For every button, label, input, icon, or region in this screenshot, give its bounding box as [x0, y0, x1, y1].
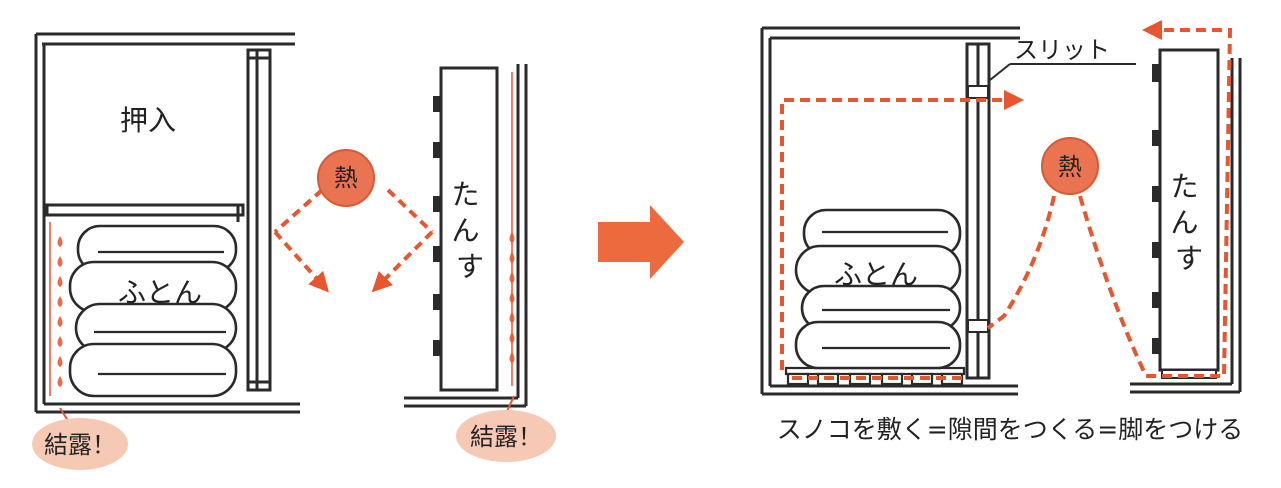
right-door-slits — [967, 85, 989, 333]
right-heat-label: 熱 — [1058, 153, 1082, 181]
left-heat-circle — [317, 149, 375, 207]
right-futon-label: ふとん — [834, 258, 918, 291]
left-heat-arrows — [273, 188, 434, 293]
right-dresser-char-2: ん — [1171, 206, 1199, 239]
closet-label: 押入 — [120, 104, 176, 137]
right-heat-circle — [1041, 137, 1099, 195]
left-dresser-char-2: ん — [452, 214, 480, 247]
right-closet — [760, 26, 1020, 396]
left-dresser-handles — [433, 96, 441, 356]
left-dresser-label: た ん す — [452, 178, 489, 283]
left-futon-label: ふとん — [118, 276, 202, 309]
left-condensation-drops — [57, 236, 63, 387]
left-dresser — [404, 64, 528, 408]
right-dresser-char-3: す — [1175, 242, 1203, 275]
right-dresser-handles — [1152, 64, 1160, 354]
condensation-bubble-2: 結露！ — [456, 395, 556, 462]
right-dresser-char-1: た — [1171, 170, 1199, 203]
slit-leader-line — [989, 63, 1011, 81]
left-heat-label: 熱 — [334, 164, 358, 192]
right-dresser-label: た ん す — [1171, 170, 1208, 275]
left-futon-stack — [68, 224, 238, 398]
right-airflow-arrows — [780, 20, 1233, 380]
left-futon-lines — [94, 250, 226, 376]
left-dresser-char-3: す — [456, 250, 484, 283]
condensation-label-1: 結露！ — [44, 431, 116, 459]
condensation-label-2: 結露！ — [470, 423, 542, 451]
transition-arrow — [598, 205, 684, 279]
left-dresser-char-1: た — [452, 178, 480, 211]
right-futon-lines — [822, 230, 950, 350]
right-futon-stack — [794, 208, 962, 370]
left-closet — [34, 32, 300, 414]
caption: スノコを敷く=隙間をつくる=脚をつける — [777, 415, 1243, 444]
condensation-bubble-1: 結露！ — [32, 407, 128, 470]
slit-label: スリット — [1014, 36, 1110, 64]
